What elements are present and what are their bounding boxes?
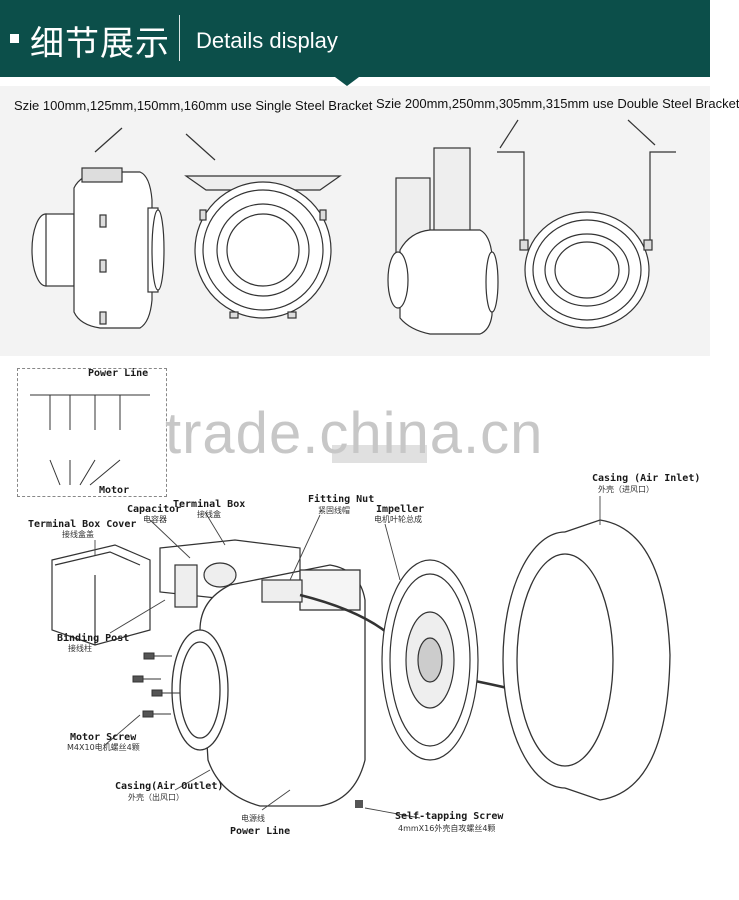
terminal-box-label: Terminal Box [173, 498, 245, 510]
self-tapping-screw-spec: 4mmX16外壳自攻螺丝4颗 [398, 823, 495, 833]
fitting-nut-cn: 紧固线帽 [318, 505, 350, 515]
header-bar: 细节展示 Details display [0, 0, 710, 77]
header-title-en: Details display [196, 28, 338, 53]
section-gap [0, 356, 710, 362]
leader-lines [94, 496, 601, 819]
casing-outlet-label: Casing(Air Outlet) [115, 780, 223, 792]
impeller [381, 559, 479, 761]
power-line-label: Power Line [230, 825, 290, 837]
header-notch [335, 77, 359, 86]
single-bracket-front-view [184, 133, 342, 319]
terminal-box-cover [51, 544, 151, 646]
inset-power-line-label: Power Line [88, 367, 148, 379]
impeller-label: Impeller [376, 504, 424, 515]
bullet-icon [10, 34, 19, 43]
single-bracket-label: Szie 100mm,125mm,150mm,160mm use Single … [14, 98, 373, 113]
terminal-box-cover-label: Terminal Box Cover [28, 518, 136, 530]
double-bracket-front-view [497, 119, 676, 329]
self-tapping-screw-icon [355, 800, 363, 808]
top-drawings [31, 119, 676, 335]
casing-outlet [171, 564, 366, 807]
capacitor-label: Capacitor [127, 503, 181, 515]
casing-outlet-cn: 外壳（出风口） [128, 792, 184, 802]
motor-screw-spec: M4X10电机螺丝4颗 [67, 742, 140, 752]
double-bracket-side-view [387, 119, 519, 335]
watermark: trade.china.cn [165, 401, 544, 466]
single-bracket-side-view [31, 127, 165, 329]
fitting-nut-label: Fitting Nut [308, 493, 374, 505]
binding-post-label: Binding Post [57, 632, 129, 644]
wiring-diagram-inset [17, 368, 167, 497]
motor-screw-label: Motor Screw [70, 732, 137, 743]
terminal-box-cover-cn: 接线盒盖 [62, 529, 94, 539]
impeller-cn: 电机叶轮总成 [374, 514, 422, 524]
casing-inlet-label: Casing (Air Inlet) [592, 472, 700, 484]
inset-motor-label: Motor [99, 485, 129, 496]
double-bracket-label: Szie 200mm,250mm,305mm,315mm use Double … [376, 96, 739, 111]
motor-screws [132, 652, 180, 718]
self-tapping-screw-label: Self-tapping Screw [395, 810, 504, 822]
casing-inlet-cn: 外壳（进风口） [598, 484, 654, 494]
watermark-bar [332, 445, 427, 463]
casing-inlet [502, 519, 671, 801]
header-divider [179, 15, 180, 61]
terminal-box-cn: 接线盒 [197, 509, 221, 519]
wiring-diagram [30, 394, 150, 486]
binding-post-cn: 接线柱 [68, 643, 92, 653]
capacitor-cn: 电容器 [143, 514, 167, 524]
exploded-view-drawing: Power Line Motor [28, 367, 700, 837]
header-title-cn: 细节展示 [30, 24, 170, 64]
power-line-cn: 电源线 [241, 813, 265, 823]
